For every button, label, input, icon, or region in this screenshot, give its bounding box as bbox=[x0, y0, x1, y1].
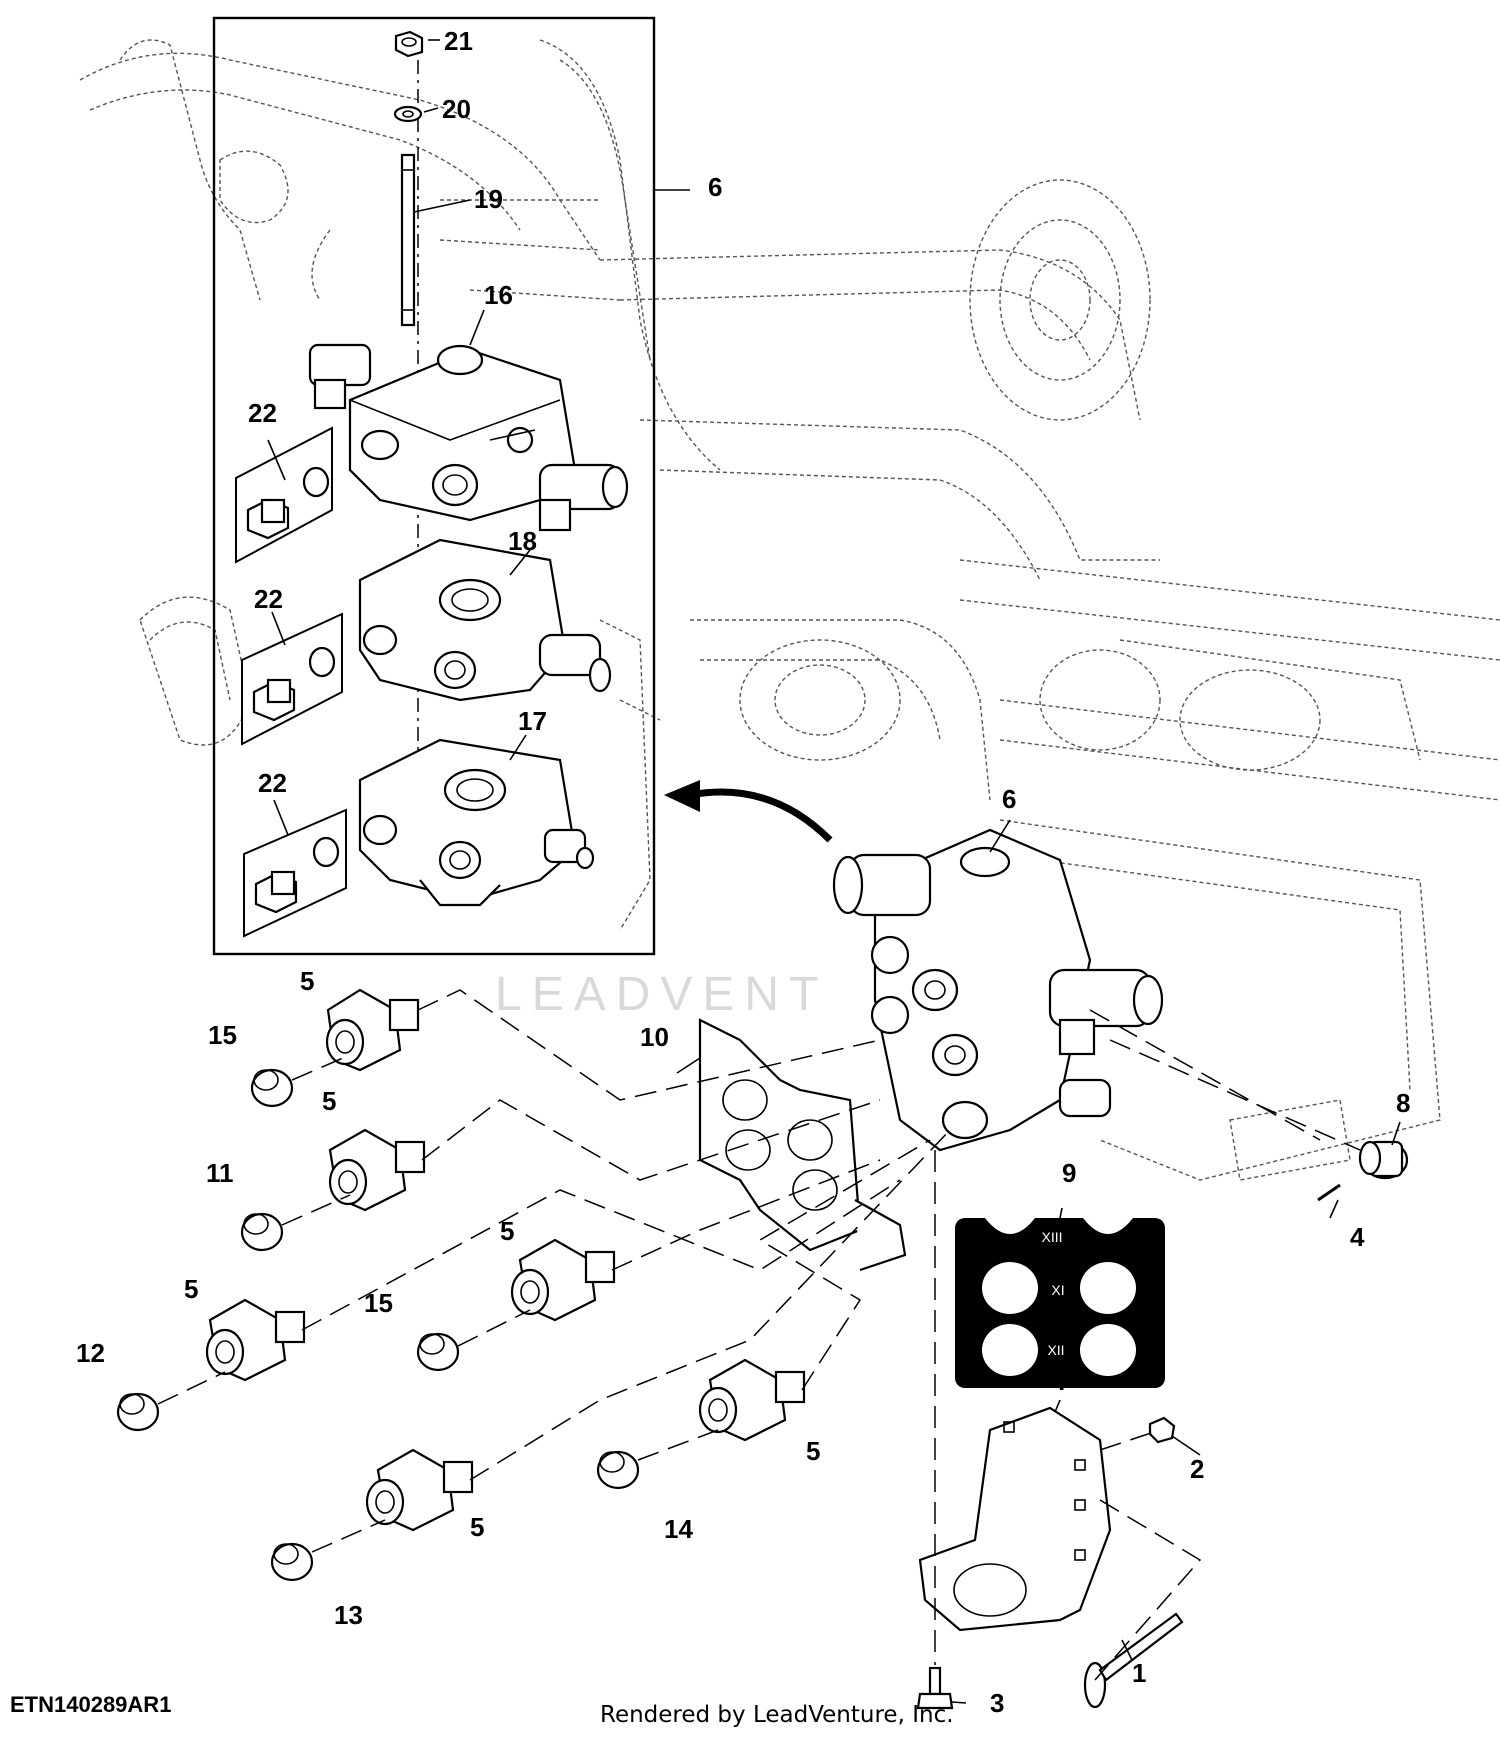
fitting-5-e bbox=[698, 1358, 806, 1442]
watermark: LEADVENT bbox=[495, 968, 828, 1021]
callout-7: 7 bbox=[1056, 1366, 1070, 1396]
exploded-view-frame bbox=[212, 16, 656, 956]
washer-20 bbox=[393, 105, 423, 123]
callout-21: 21 bbox=[444, 26, 473, 56]
callout-1: 1 bbox=[1132, 1658, 1146, 1688]
callout-3: 3 bbox=[990, 1688, 1004, 1718]
fitting-5-c bbox=[510, 1238, 616, 1322]
cap-11 bbox=[240, 1212, 284, 1252]
callout-22-b: 22 bbox=[254, 584, 283, 614]
control-valve-assembly-6 bbox=[832, 828, 1164, 1152]
figure-id: ETN140289AR1 bbox=[10, 1692, 172, 1717]
callout-5-f: 5 bbox=[470, 1512, 484, 1542]
callout-4: 4 bbox=[1350, 1222, 1365, 1252]
callout-2: 2 bbox=[1190, 1454, 1204, 1484]
callout-18: 18 bbox=[508, 526, 537, 556]
leader-lines bbox=[267, 39, 1401, 1704]
mounting-bracket-7 bbox=[918, 1406, 1112, 1632]
cap-12 bbox=[116, 1392, 160, 1432]
callout-19: 19 bbox=[474, 184, 503, 214]
callout-11: 11 bbox=[206, 1158, 234, 1188]
cap-13 bbox=[270, 1542, 314, 1582]
callout-17: 17 bbox=[518, 706, 547, 736]
nut-21 bbox=[394, 30, 424, 58]
callout-5-c: 5 bbox=[500, 1216, 514, 1246]
tie-rod-19 bbox=[400, 153, 416, 327]
callout-22-a: 22 bbox=[248, 398, 277, 428]
assembly-lines bbox=[157, 989, 1361, 1681]
valve-section-16 bbox=[308, 343, 629, 532]
callout-9: 9 bbox=[1062, 1158, 1076, 1188]
callout-14: 14 bbox=[664, 1514, 693, 1544]
callout-5-a: 5 bbox=[300, 966, 314, 996]
assembly-pointer-arrow bbox=[664, 780, 833, 843]
callout-6-assembly: 6 bbox=[1002, 784, 1016, 814]
callout-5-b: 5 bbox=[322, 1086, 336, 1116]
callout-15-b: 15 bbox=[364, 1288, 393, 1318]
fitting-5-d bbox=[205, 1298, 306, 1382]
callout-22-c: 22 bbox=[258, 768, 287, 798]
callout-12: 12 bbox=[76, 1338, 105, 1368]
callouts: 21 20 19 6 16 22 18 22 17 22 6 5 15 10 5… bbox=[76, 26, 1410, 1718]
fitting-5-b bbox=[328, 1128, 426, 1212]
cap-15-b bbox=[416, 1332, 460, 1372]
callout-6-top: 6 bbox=[708, 172, 722, 202]
bolt-3 bbox=[916, 1666, 954, 1710]
plug-kit-22-bottom bbox=[243, 808, 347, 938]
nut-2 bbox=[1148, 1416, 1176, 1444]
callout-10: 10 bbox=[640, 1022, 669, 1052]
plate-label-bottom: XII bbox=[1047, 1342, 1064, 1358]
callout-20: 20 bbox=[442, 94, 471, 124]
plate-label-middle: XI bbox=[1051, 1282, 1064, 1298]
callout-15-a: 15 bbox=[208, 1020, 237, 1050]
plug-kit-22-middle bbox=[241, 612, 343, 746]
cap-15-a bbox=[250, 1068, 294, 1108]
cap-14 bbox=[596, 1450, 640, 1490]
callout-8: 8 bbox=[1396, 1088, 1410, 1118]
callout-13: 13 bbox=[334, 1600, 363, 1630]
valve-section-18 bbox=[358, 538, 612, 702]
callout-5-e: 5 bbox=[806, 1436, 820, 1466]
plug-kit-22-top bbox=[235, 426, 333, 564]
callout-5-d: 5 bbox=[184, 1274, 198, 1304]
fitting-5-f bbox=[365, 1448, 474, 1532]
port-plate-9: XIII XI XII bbox=[955, 1218, 1165, 1388]
rendered-by-credit: Rendered by LeadVenture, Inc. bbox=[600, 1702, 954, 1728]
valve-section-17 bbox=[358, 738, 595, 907]
fitting-5-a bbox=[325, 988, 420, 1072]
callout-16: 16 bbox=[484, 280, 513, 310]
plate-label-top: XIII bbox=[1041, 1229, 1062, 1245]
pin-4 bbox=[1317, 1183, 1341, 1202]
cap-8 bbox=[1358, 1140, 1409, 1180]
